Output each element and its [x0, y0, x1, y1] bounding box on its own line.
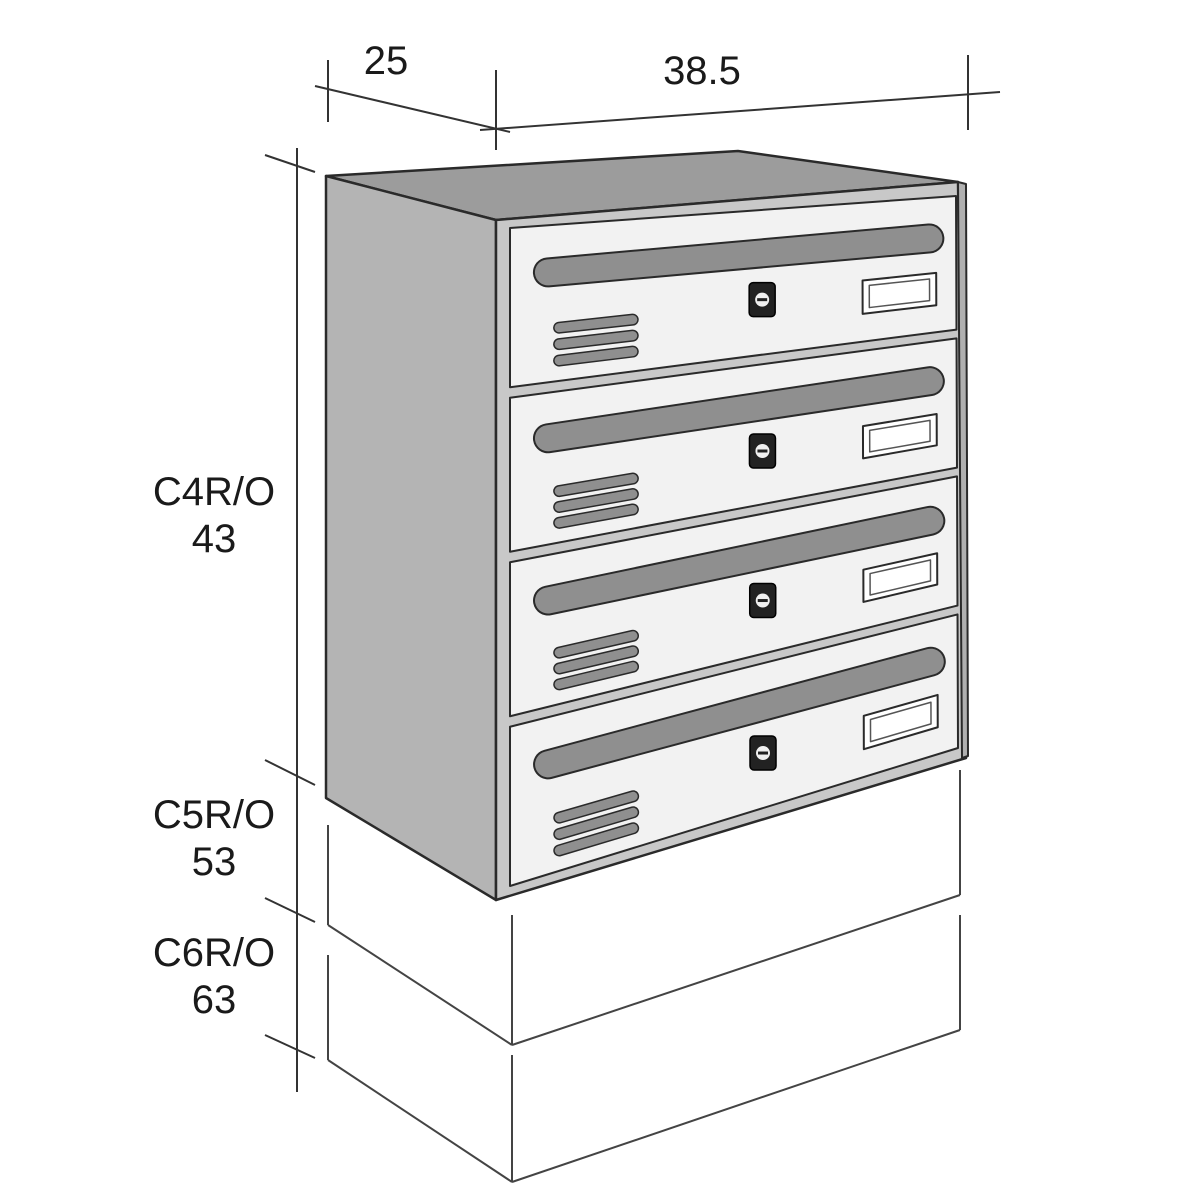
height-value-c4: 43 [192, 517, 237, 561]
key-slot [757, 599, 768, 603]
mailbox-door[interactable] [509, 613, 959, 887]
name-plate [861, 413, 938, 460]
lock-icon[interactable] [748, 281, 776, 318]
dimension-lines [264, 55, 1001, 1092]
cabinet-side-panel [324, 174, 498, 902]
height-model-c6: C6R/O [153, 931, 275, 975]
vent-slot [554, 504, 638, 528]
width-dimension-line [479, 91, 1001, 131]
name-plate [862, 552, 939, 603]
mail-slot [535, 507, 944, 614]
height-tick-c5 [264, 897, 316, 923]
vent-slot [554, 489, 638, 512]
mailbox-door[interactable] [509, 337, 958, 553]
mail-slot [534, 225, 943, 286]
key-slot [757, 298, 768, 302]
vent-slot [554, 474, 638, 496]
width-label: 38.5 [663, 49, 741, 93]
depth-label: 25 [364, 39, 409, 83]
mailbox-door[interactable] [509, 195, 958, 389]
name-plate-inner [869, 559, 932, 596]
height-tick-c6 [264, 1034, 316, 1059]
height-value-c6: 63 [192, 978, 237, 1022]
cabinet-right-edge [957, 181, 969, 759]
mail-slot [534, 368, 943, 452]
mailbox-doors [509, 195, 959, 887]
mailbox-door[interactable] [509, 475, 959, 718]
name-plate-inner [868, 419, 931, 453]
name-plate [861, 271, 938, 315]
vent-slot [554, 791, 638, 823]
name-plate-inner [869, 701, 932, 743]
vent-slot [554, 315, 638, 333]
vent-slot [554, 662, 638, 689]
base-extensions [327, 770, 961, 1183]
vent-slot [554, 823, 638, 855]
lock-icon[interactable] [748, 582, 777, 619]
depth-dimension-line [314, 85, 511, 133]
name-plate-inner [868, 278, 931, 309]
height-tick-c4 [264, 759, 316, 786]
c5-bottom-right [511, 894, 961, 1046]
c6-bottom-right [511, 1029, 961, 1183]
lock-icon[interactable] [748, 433, 777, 469]
lock-icon[interactable] [749, 735, 777, 771]
vent-slot [554, 331, 638, 349]
vent-slot [554, 631, 638, 658]
mail-slot [535, 648, 944, 778]
vent-slot [554, 807, 638, 839]
key-slot [758, 751, 769, 755]
c5-bottom-left [327, 924, 513, 1046]
c6-bottom-left [327, 1059, 513, 1183]
cabinet [324, 149, 969, 902]
vent-slot [554, 347, 638, 366]
height-tick-top [264, 154, 316, 173]
vent-slot [554, 646, 638, 674]
height-value-c5: 53 [192, 840, 237, 884]
key-slot [757, 449, 768, 453]
height-model-c5: C5R/O [153, 793, 275, 837]
height-model-c4: C4R/O [153, 470, 275, 514]
name-plate [862, 693, 939, 751]
